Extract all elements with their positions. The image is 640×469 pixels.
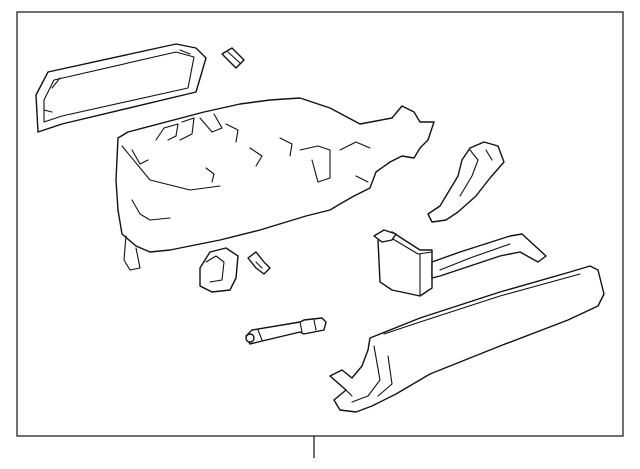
side-bracket [427, 141, 505, 223]
glove-box-door-liner [35, 43, 207, 133]
glove-box-door [329, 265, 605, 413]
damper-rod [245, 317, 327, 345]
latch-bracket [199, 247, 239, 293]
small-clip [221, 47, 245, 69]
storage-box-with-arm [373, 229, 547, 297]
glove-box-housing [115, 97, 435, 271]
retainer-clip [247, 251, 271, 275]
